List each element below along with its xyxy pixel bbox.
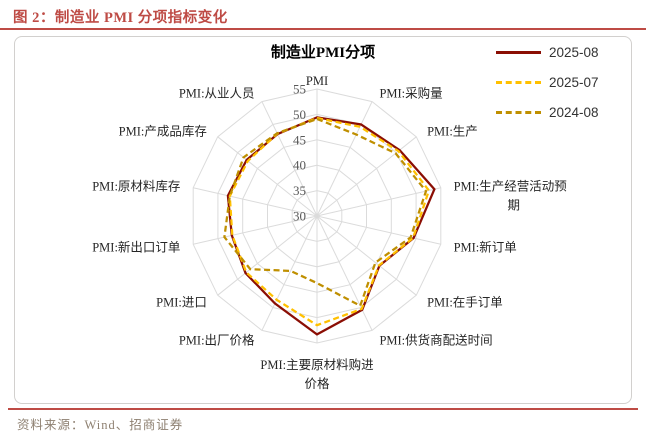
legend-line-2025-07	[496, 80, 541, 84]
grid-ring	[267, 164, 367, 268]
category-label: PMI:进口	[156, 295, 207, 309]
header-divider	[0, 28, 646, 30]
category-label: PMI:在手订单	[427, 295, 503, 309]
grid-ring	[192, 88, 442, 344]
category-label: PMI:原材料库存	[92, 179, 180, 194]
radar-grid	[192, 88, 442, 344]
chart-title: 制造业PMI分项	[270, 45, 376, 61]
grid-ring	[291, 190, 343, 242]
category-label: PMI:生产经营活动预	[454, 180, 567, 194]
grid-ring	[217, 113, 417, 319]
category-label: PMI:供货商配送时间	[379, 332, 492, 347]
legend-label-2025-07: 2025-07	[549, 74, 599, 90]
radial-tick-label: 50	[293, 107, 306, 122]
grid-spoke	[217, 136, 318, 217]
legend-item-2025-07: 2025-07	[496, 67, 599, 97]
grid-spoke	[316, 187, 441, 217]
legend-line-2024-08	[496, 110, 541, 114]
legend-label-2024-08: 2024-08	[549, 104, 599, 120]
radial-tick-label: 55	[293, 82, 306, 97]
category-label: PMI:采购量	[379, 86, 442, 101]
grid-spoke	[261, 101, 318, 217]
radial-tick-labels: 30 35 40 45 50 55	[293, 82, 306, 224]
grid-ring	[242, 139, 392, 293]
source-note: 资料来源：Wind、招商证券	[17, 418, 184, 432]
radial-tick-label: 40	[293, 158, 306, 173]
category-label: PMI:新订单	[454, 239, 517, 254]
category-label-line2: 价格	[304, 376, 330, 391]
legend-item-2025-08: 2025-08	[496, 37, 599, 67]
category-label: PMI:生产	[427, 125, 478, 139]
grid-spoke	[316, 215, 373, 331]
category-label: PMI:新出口订单	[92, 239, 180, 254]
grid-spoke	[261, 215, 318, 331]
legend-line-2025-08	[496, 50, 541, 54]
legend-label-2025-08: 2025-08	[549, 44, 599, 60]
radial-tick-label: 45	[293, 132, 306, 147]
grid-spoke	[316, 215, 441, 245]
category-label-line2: 期	[508, 199, 521, 213]
category-label: PMI:产成品库存	[119, 124, 207, 139]
chart-legend: 2025-08 2025-07 2024-08	[496, 37, 599, 127]
radial-tick-label: 35	[293, 183, 306, 198]
grid-spoke	[316, 101, 373, 217]
category-label: PMI:主要原材料购进	[260, 357, 374, 372]
category-label: PMI:从业人员	[179, 87, 255, 101]
series-2025-08	[226, 116, 436, 336]
grid-spoke	[316, 215, 417, 296]
figure-title: 图 2：制造业 PMI 分项指标变化	[13, 10, 228, 26]
legend-item-2024-08: 2024-08	[496, 97, 599, 127]
category-label: PMI:出厂价格	[179, 332, 255, 347]
series-2025-07	[228, 116, 431, 327]
radial-tick-label: 30	[293, 209, 306, 224]
grid-spoke	[193, 215, 318, 245]
grid-spoke	[217, 215, 318, 296]
grid-spoke	[193, 187, 318, 217]
footer-divider	[8, 408, 638, 410]
category-label: PMI	[306, 74, 328, 88]
